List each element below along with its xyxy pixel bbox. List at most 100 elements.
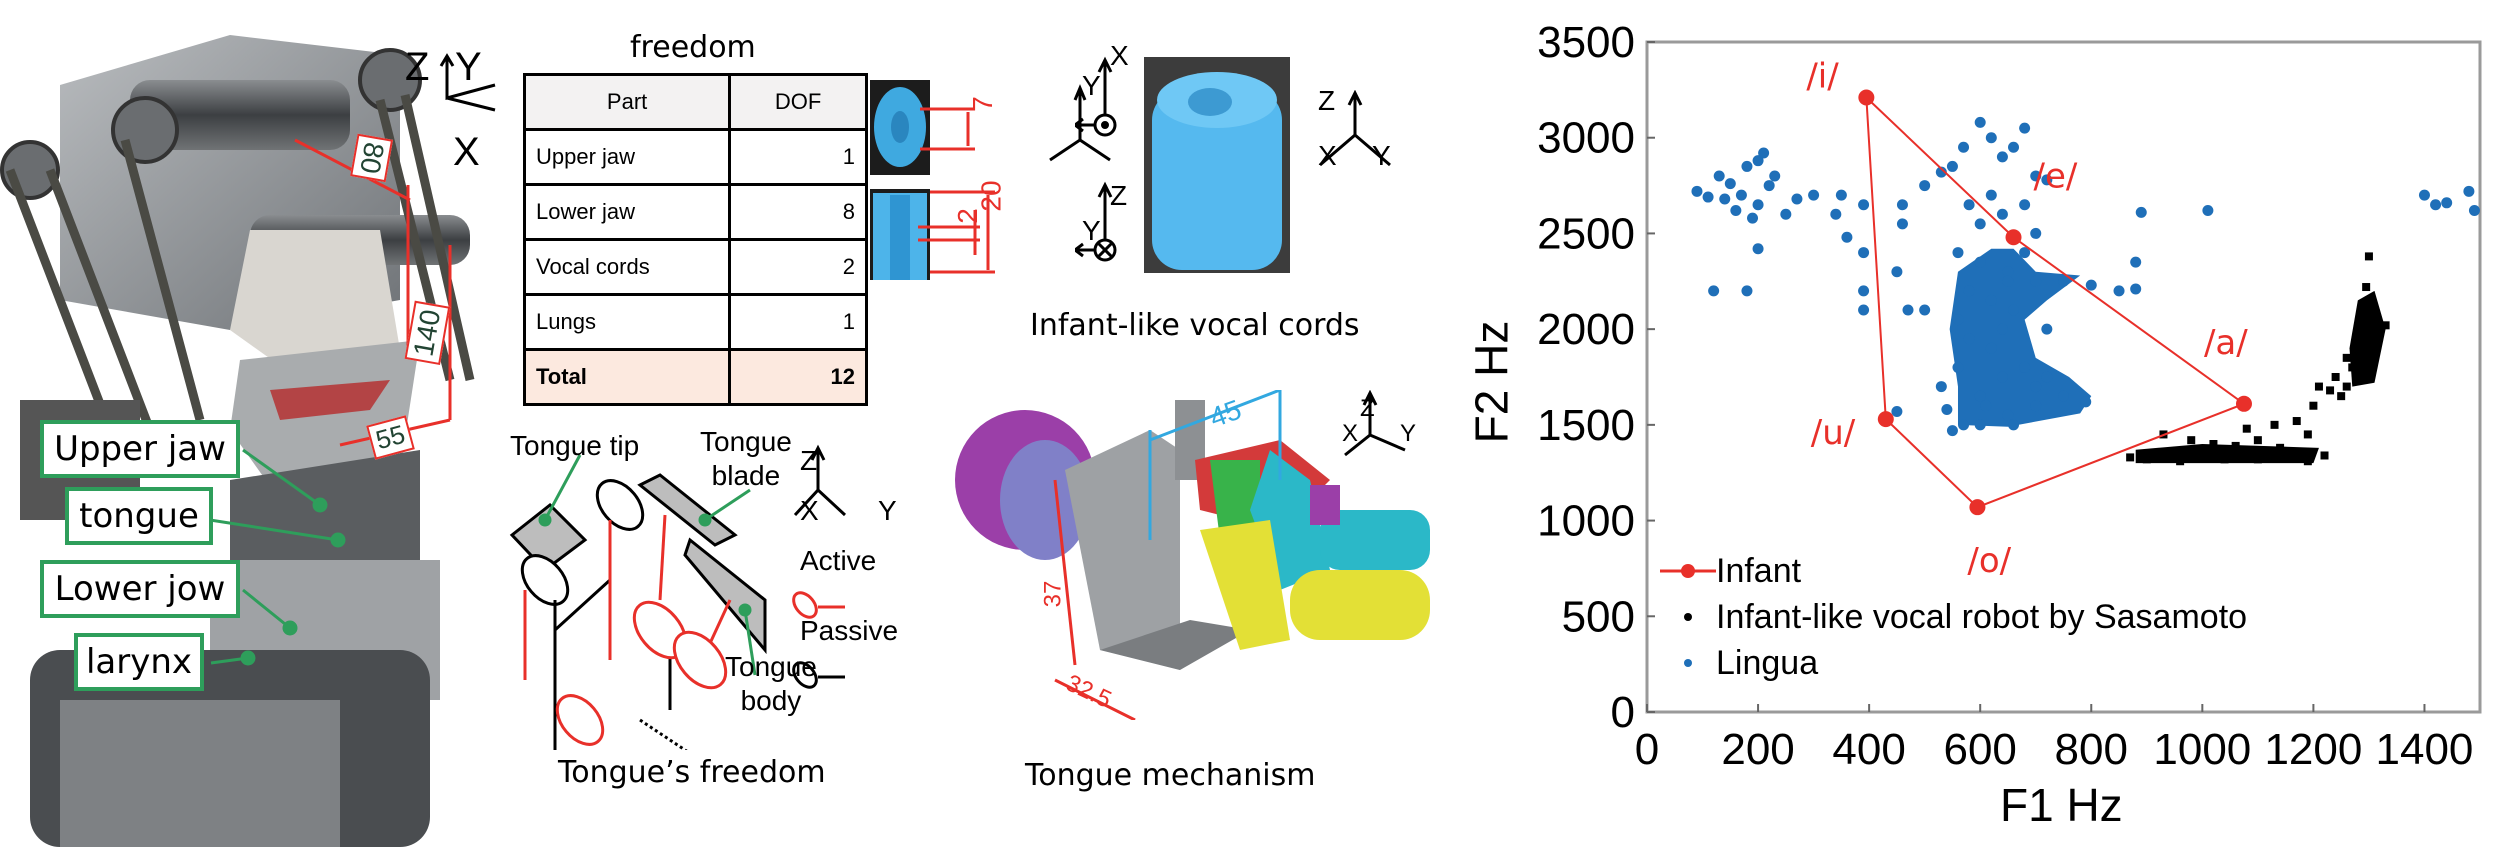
vocal-bottom-axis-y: Y: [1082, 215, 1101, 246]
lingua-point: [1941, 404, 1953, 416]
table-title: freedom: [630, 30, 756, 65]
cell-part: Lungs: [522, 293, 732, 351]
robot-point: [2348, 363, 2357, 372]
lingua-point: [2058, 275, 2069, 287]
tongue-axis-z: Z: [800, 445, 818, 476]
robot-point: [2364, 325, 2373, 334]
label-larynx: larynx: [74, 633, 204, 691]
header-part: Part: [522, 73, 732, 131]
robot-body: [0, 35, 475, 847]
lingua-point: [1974, 116, 1986, 128]
lingua-point: [1752, 243, 1764, 255]
robot-point: [2253, 455, 2262, 464]
y-tick-label: 2500: [1537, 209, 1635, 258]
x-tick-label: 800: [2055, 725, 2128, 774]
robot-render: [0, 35, 475, 847]
robot-point: [2359, 334, 2368, 343]
robot-point: [2253, 436, 2262, 445]
label-tongue: tongue: [65, 487, 213, 545]
y-tick-label: 1000: [1537, 497, 1635, 546]
robot-point: [2376, 325, 2385, 334]
infant-polygon-line: [1865, 96, 2247, 509]
robot-point: [2381, 321, 2390, 330]
cell-total-value: 12: [728, 348, 868, 406]
label-tongue-body: Tongue body: [725, 651, 817, 716]
lingua-point: [1841, 231, 1853, 243]
mechanism-axis-z: Z: [1360, 395, 1375, 422]
tongue-mechanism-caption: Tongue mechanism: [1025, 758, 1316, 793]
lingua-point: [1769, 170, 1781, 182]
lingua-point: [1935, 381, 1947, 393]
lingua-point: [1791, 193, 1803, 205]
lingua-point: [2130, 283, 2142, 295]
x-tick-label: 200: [1721, 725, 1794, 774]
lingua-point: [2019, 361, 2031, 373]
vowel-label: /a/: [2204, 323, 2248, 363]
lingua-point: [1891, 405, 1903, 417]
lingua-point: [1958, 419, 1970, 431]
lingua-point: [2080, 396, 2092, 408]
lingua-point: [1741, 160, 1753, 172]
lingua-point: [1946, 425, 1958, 437]
robot-point: [2362, 283, 2371, 292]
lingua-point: [2030, 381, 2042, 393]
lingua-point: [1919, 180, 1931, 192]
lingua-point: [2058, 390, 2069, 402]
lingua-point: [1752, 199, 1764, 211]
lingua-point: [1958, 141, 1970, 153]
cell-part: Upper jaw: [522, 128, 732, 186]
legend-label: Infant-like vocal robot by Sasamoto: [1716, 598, 2248, 636]
robot-point: [2231, 441, 2240, 450]
lingua-point: [1830, 208, 1842, 220]
lingua-point: [1996, 208, 2008, 220]
vocal-top-axis-y: Y: [1082, 70, 1101, 101]
vocal-cords-figure: [870, 57, 1290, 280]
lingua-point: [2030, 400, 2042, 412]
lingua-point: [1919, 304, 1931, 316]
robot-point: [2126, 453, 2135, 462]
axis-x: X: [453, 130, 480, 174]
vocal-photo-axis-z: Z: [1318, 85, 1336, 116]
y-tick-label: 1500: [1537, 401, 1635, 450]
lingua-point: [1858, 247, 1870, 259]
lingua-point: [2030, 227, 2042, 239]
vocal-axes-icon: [1049, 84, 1111, 162]
lingua-point: [1985, 342, 1997, 354]
infant-point: [1969, 499, 1986, 516]
header-dof: DOF: [728, 73, 868, 131]
tongue-freedom-diagram: [509, 444, 847, 750]
legend-active: Active: [800, 545, 877, 576]
robot-dense-cluster: [2349, 290, 2386, 387]
lingua-point: [2041, 323, 2053, 335]
lingua-point: [1891, 266, 1903, 278]
vowel-label: /o/: [1967, 541, 2011, 581]
x-tick-label: 1400: [2376, 725, 2474, 774]
lingua-point: [1896, 199, 1908, 211]
robot-axes: Z Y X: [405, 45, 505, 185]
infant-point: [2235, 395, 2252, 412]
robot-point: [2356, 367, 2365, 376]
tongue-freedom-caption: Tongue’s freedom: [558, 755, 826, 790]
lingua-point: [2135, 206, 2147, 218]
robot-point: [2276, 443, 2285, 452]
robot-point: [2220, 455, 2229, 464]
lingua-point: [1747, 212, 1759, 224]
x-tick-label: 0: [1635, 725, 1659, 774]
lingua-point: [1902, 304, 1914, 316]
lingua-point: [1985, 189, 1997, 201]
cell-dof: 1: [728, 128, 868, 186]
vocal-photo-axis-y: Y: [1372, 140, 1391, 171]
lingua-point: [2202, 204, 2214, 216]
robot-point: [2292, 417, 2301, 426]
y-tick-label: 3000: [1537, 114, 1635, 163]
label-upper-jaw: Upper jaw: [40, 420, 240, 478]
robot-point: [2342, 353, 2351, 362]
vocal-bottom-axis-z: Z: [1110, 180, 1128, 211]
lingua-point: [2030, 275, 2042, 287]
infant-point: [1877, 411, 1894, 428]
axis-arrows-icon: [439, 53, 496, 112]
